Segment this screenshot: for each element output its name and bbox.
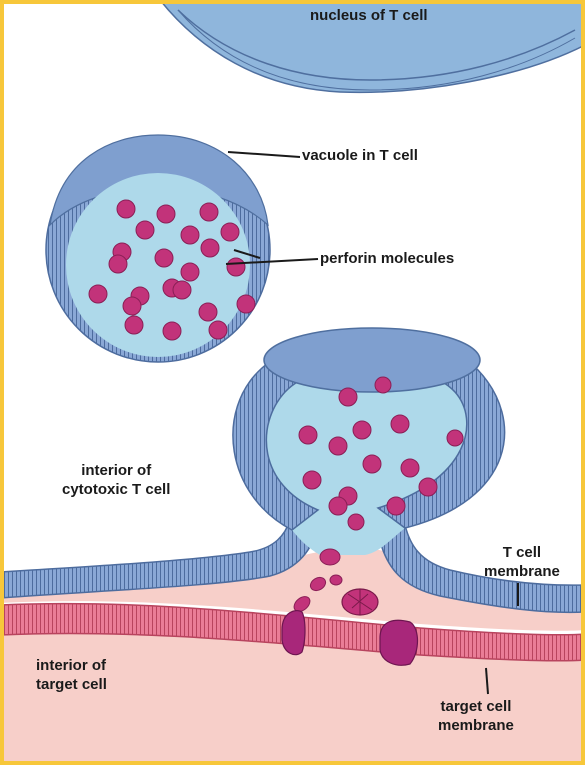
label-target-interior: interior of target cell xyxy=(36,656,107,694)
label-tcell-interior: interior of cytotoxic T cell xyxy=(62,461,170,499)
label-tcell-membrane: T cell membrane xyxy=(484,543,560,581)
fusing-vacuole-cap xyxy=(264,328,480,392)
label-vacuole: vacuole in T cell xyxy=(302,146,418,165)
label-target-membrane: target cell membrane xyxy=(438,697,514,735)
perforin-ring xyxy=(342,589,378,615)
label-nucleus: nucleus of T cell xyxy=(310,6,428,25)
label-perforin: perforin molecules xyxy=(320,249,454,268)
